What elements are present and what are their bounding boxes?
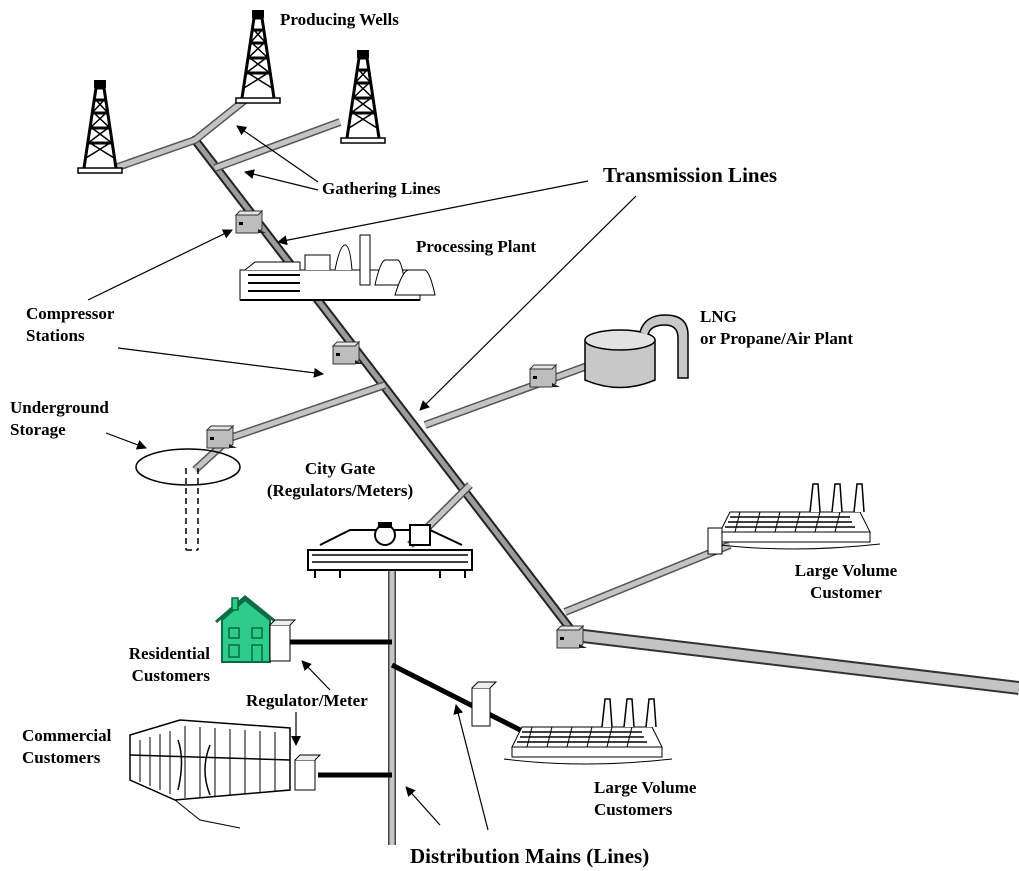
residential-customers-line-2: Customers [131,666,210,686]
residential-customers-label: Residential Customers [115,643,210,687]
city-gate-label: City Gate (Regulators/Meters) [250,458,430,502]
commercial-building-graphic [129,719,322,829]
commercial-customers-line-2: Customers [22,748,101,768]
commercial-customers-label: Commercial Customers [22,725,111,769]
lng-plant-label: LNG or Propane/Air Plant [700,306,853,350]
commercial-customers-line-1: Commercial [22,726,112,745]
compressor-stations-line-1: Compressor [26,304,115,323]
underground-storage-label: Underground Storage [10,397,109,441]
processing-plant-label: Processing Plant [416,237,537,256]
transmission-lines-label: Transmission Lines [603,163,778,187]
large-volume-customers-line-2: Customers [594,800,673,820]
large-volume-customers-label: Large Volume Customers [594,777,696,821]
city-gate-graphic [307,522,473,578]
distribution-mains-label: Distribution Mains (Lines) [410,844,650,868]
large-volume-customer-label: Large Volume Customer [776,560,916,604]
large-volume-customer-line-1: Large Volume [794,561,898,580]
compressor-stations-label: Compressor Stations [26,303,114,347]
large-volume-customers-line-1: Large Volume [594,778,697,797]
large-volume-customers-graphic [471,681,673,765]
lng-plant-graphic [584,314,689,389]
underground-storage-line-1: Underground [10,398,109,417]
regulator-meter-label: Regulator/Meter [246,691,368,710]
compressor-stations-line-2: Stations [26,326,85,346]
underground-storage-line-2: Storage [10,420,66,440]
gathering-lines-label: Gathering Lines [322,179,441,198]
residential-customers-line-1: Residential [128,644,210,663]
producing-wells-label: Producing Wells [280,10,399,29]
producing-wells-graphic [76,8,387,175]
pointer-arrows [87,125,637,831]
city-gate-line-1: City Gate [304,459,376,478]
lng-plant-line-2: or Propane/Air Plant [700,329,853,349]
processing-plant-graphic [239,234,436,301]
city-gate-line-2: (Regulators/Meters) [266,481,414,501]
large-volume-customer-graphic [707,483,881,555]
underground-storage-graphic [135,448,241,551]
lng-plant-line-1: LNG [700,307,737,326]
residential-house-graphic [215,595,297,663]
large-volume-customer-line-2: Customer [810,583,882,603]
